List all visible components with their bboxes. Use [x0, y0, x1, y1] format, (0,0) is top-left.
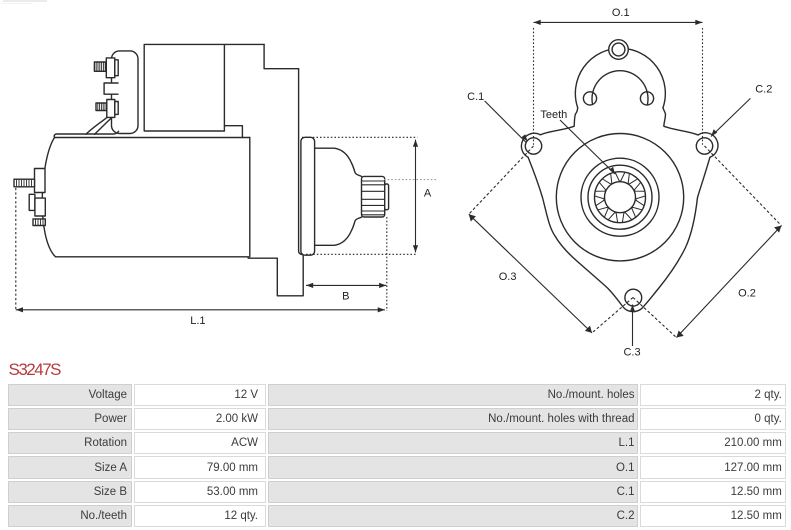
svg-text:O.3: O.3	[499, 271, 517, 283]
svg-text:O.2: O.2	[738, 287, 756, 299]
svg-text:O.1: O.1	[612, 7, 630, 19]
svg-text:C.3: C.3	[623, 347, 640, 359]
svg-text:A: A	[424, 188, 432, 200]
svg-text:C.1: C.1	[467, 91, 484, 103]
svg-text:B: B	[342, 290, 349, 302]
svg-text:Teeth: Teeth	[540, 109, 567, 121]
svg-text:L.1: L.1	[190, 315, 205, 327]
svg-text:C.2: C.2	[755, 84, 772, 96]
